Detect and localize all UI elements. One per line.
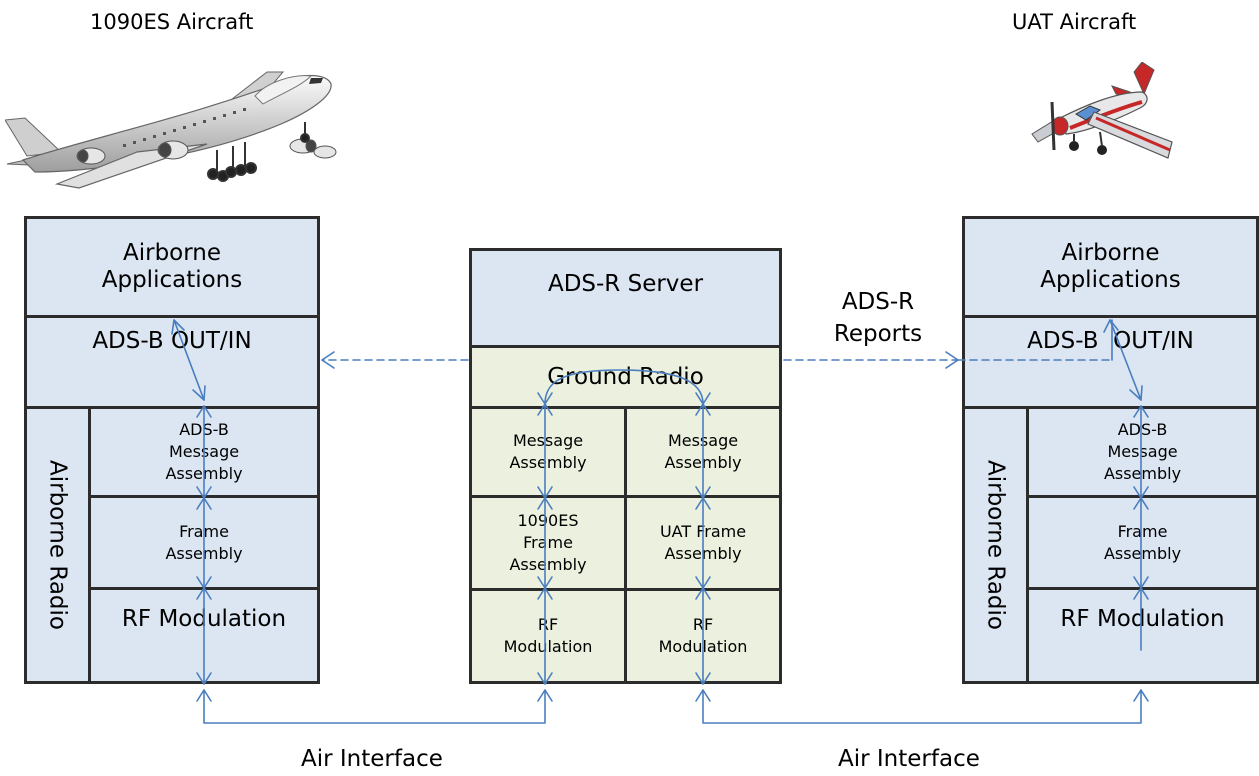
ads-r-report-arrow-left <box>321 351 469 369</box>
server-left-rf-modulation: RF Modulation <box>503 615 593 656</box>
ads-r-report-arrow-right <box>783 351 1113 369</box>
left-radio-divider <box>88 409 91 681</box>
left-aircraft-label: 1090ES Aircraft <box>90 10 254 34</box>
air-interface-right-label: Air Interface <box>838 746 980 772</box>
ads-r-server-stack: ADS-R Server Ground Radio Message Assemb… <box>469 248 782 684</box>
ads-r-reports-label: ADS-R Reports <box>833 289 923 347</box>
right-aircraft-stack: Airborne Applications ADS-B OUT/IN Airbo… <box>962 216 1259 684</box>
air-interface-left-label: Air Interface <box>301 746 443 772</box>
right-stack-internal-arrows <box>1103 319 1149 651</box>
server-left-internal-arrows <box>537 369 704 685</box>
server-left-frame-assembly: 1090ES Frame Assembly <box>509 511 587 574</box>
right-aircraft-label: UAT Aircraft <box>1012 10 1137 34</box>
server-right-internal-arrows <box>695 392 711 685</box>
left-divider-2 <box>27 406 317 409</box>
right-airborne-applications: Airborne Applications <box>1040 240 1181 293</box>
right-rf-modulation: RF Modulation <box>1060 606 1225 632</box>
right-frame-assembly: Frame Assembly <box>1103 521 1182 563</box>
right-airborne-radio: Airborne Radio <box>982 460 1009 630</box>
server-divider-2 <box>472 406 779 409</box>
right-adsb-out-in: ADS-B OUT/IN <box>1027 328 1194 354</box>
air-interface-right-connector <box>695 689 1149 724</box>
right-divider-4 <box>1029 587 1256 590</box>
server-left-divider-3 <box>472 495 624 498</box>
jumbo-jet-icon <box>5 71 337 189</box>
left-stack-internal-arrows <box>171 319 212 685</box>
right-radio-divider <box>1026 409 1029 681</box>
right-divider-2 <box>965 406 1256 409</box>
left-divider-1 <box>27 315 317 318</box>
server-left-divider-4 <box>472 588 624 591</box>
left-airborne-radio: Airborne Radio <box>44 460 71 630</box>
small-propeller-plane-icon <box>1031 62 1173 159</box>
ads-r-server-title: ADS-R Server <box>472 251 779 345</box>
server-divider-1 <box>472 345 779 348</box>
server-center-divider <box>624 409 627 681</box>
right-divider-1 <box>965 315 1256 318</box>
left-aircraft-stack: Airborne Applications ADS-B OUT/IN Airbo… <box>24 216 320 684</box>
left-airborne-applications: Airborne Applications <box>101 240 243 293</box>
air-interface-left-connector <box>196 689 553 724</box>
server-left-message-assembly: Message Assembly <box>509 431 587 472</box>
right-message-assembly: ADS-B Message Assembly <box>1103 420 1182 483</box>
